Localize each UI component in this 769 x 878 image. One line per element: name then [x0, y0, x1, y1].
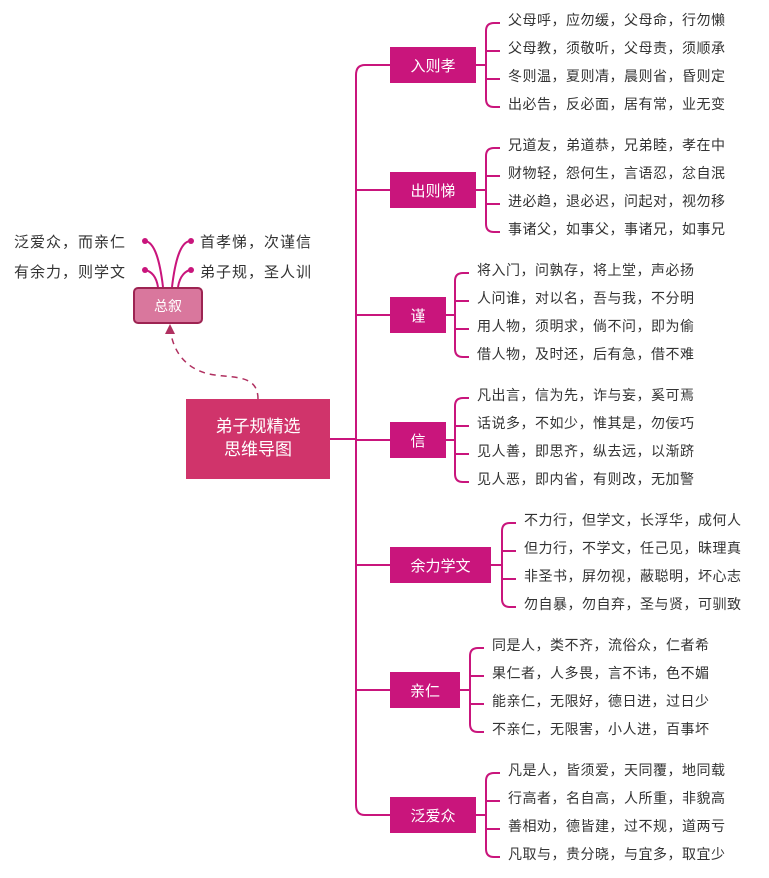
root-title-line1: 弟子规精选 — [215, 417, 301, 437]
summary-leaf-left-2: 有余力，则学文 — [14, 263, 127, 281]
branch-leaf: 能亲仁，无限好，德日进，过日少 — [492, 694, 710, 710]
branch-node[interactable]: 泛爱众 — [390, 797, 476, 833]
branch-leaf: 善相劝，德皆建，过不规，道两亏 — [508, 819, 726, 835]
summary-leaf-right-2: 弟子规，圣人训 — [200, 263, 313, 281]
branch-leaf: 见人恶，即内省，有则改，无加警 — [477, 472, 695, 488]
connector-line — [454, 272, 464, 358]
connector-line — [501, 522, 511, 608]
summary-dot — [188, 238, 194, 244]
branch-leaf: 果仁者，人多畏，言不讳，色不媚 — [492, 666, 710, 682]
branch-node[interactable]: 信 — [390, 422, 446, 458]
branch-leaf: 人问谁，对以名，吾与我，不分明 — [477, 291, 695, 307]
branch-leaf: 凡出言，信为先，诈与妄，奚可焉 — [477, 388, 695, 404]
branch-leaf: 不亲仁，无限害，小人进，百事坏 — [492, 722, 710, 738]
branch-leaf: 借人物，及时还，后有急，借不难 — [477, 347, 695, 363]
summary-link — [169, 325, 259, 400]
branch-leaf: 不力行，但学文，长浮华，成何人 — [524, 513, 742, 529]
branch-leaf: 凡是人，皆须爱，天同覆，地同载 — [508, 763, 726, 779]
connector-line — [454, 397, 464, 483]
branch-leaf: 凡取与，贵分晓，与宜多，取宜少 — [508, 847, 726, 863]
connector-line — [469, 647, 479, 733]
branch-leaf: 父母教，须敬听，父母责，须顺承 — [508, 41, 726, 57]
summary-leaf-right-1: 首孝悌，次谨信 — [200, 233, 313, 251]
branch-leaf: 进必趋，退必迟，问起对，视勿移 — [508, 194, 726, 210]
branch-leaf: 父母呼，应勿缓，父母命，行勿懒 — [508, 13, 726, 29]
branch-leaf: 兄道友，弟道恭，兄弟睦，孝在中 — [508, 138, 726, 154]
branch-leaf: 出必告，反必面，居有常，业无变 — [508, 97, 726, 113]
branch-leaf: 行高者，名自高，人所重，非貌高 — [508, 791, 726, 807]
summary-node[interactable]: 总叙 — [133, 287, 203, 324]
summary-branch-right-1 — [171, 240, 191, 288]
branch-leaf: 冬则温，夏则凊，晨则省，昏则定 — [508, 69, 726, 85]
summary-branch-left-2 — [144, 269, 159, 288]
branch-leaf: 但力行，不学文，任己见，昧理真 — [524, 541, 742, 557]
branch-leaf: 非圣书，屏勿视，蔽聪明，坏心志 — [524, 569, 742, 585]
branch-leaf: 话说多，不如少，惟其是，勿佞巧 — [477, 416, 695, 432]
connector-line — [485, 22, 495, 108]
branch-node[interactable]: 余力学文 — [390, 547, 491, 583]
summary-branch-left-1 — [144, 240, 164, 288]
summary-link-arrow — [165, 324, 175, 334]
connector-line — [485, 772, 495, 858]
summary-leaf-left-1: 泛爱众，而亲仁 — [14, 233, 127, 251]
branch-leaf: 勿自暴，勿自弃，圣与贤，可驯致 — [524, 597, 742, 613]
root-title-line2: 思维导图 — [224, 440, 292, 460]
branch-node[interactable]: 亲仁 — [390, 672, 460, 708]
branch-leaf: 事诸父，如事父，事诸兄，如事兄 — [508, 222, 726, 238]
branch-node[interactable]: 入则孝 — [390, 47, 476, 83]
connector-line — [485, 147, 495, 233]
branch-node[interactable]: 出则悌 — [390, 172, 476, 208]
branch-leaf: 财物轻，怨何生，言语忍，忿自泯 — [508, 166, 726, 182]
root-node[interactable]: 弟子规精选 思维导图 — [186, 399, 330, 479]
branch-leaf: 用人物，须明求，倘不问，即为偷 — [477, 319, 695, 335]
summary-dot — [188, 267, 194, 273]
branch-leaf: 同是人，类不齐，流俗众，仁者希 — [492, 638, 710, 654]
branch-node[interactable]: 谨 — [390, 297, 446, 333]
summary-branch-right-2 — [177, 269, 191, 288]
branch-leaf: 见人善，即思齐，纵去远，以渐跻 — [477, 444, 695, 460]
summary-dot — [142, 267, 148, 273]
summary-dot — [142, 238, 148, 244]
branch-leaf: 将入门，问孰存，将上堂，声必扬 — [477, 263, 695, 279]
